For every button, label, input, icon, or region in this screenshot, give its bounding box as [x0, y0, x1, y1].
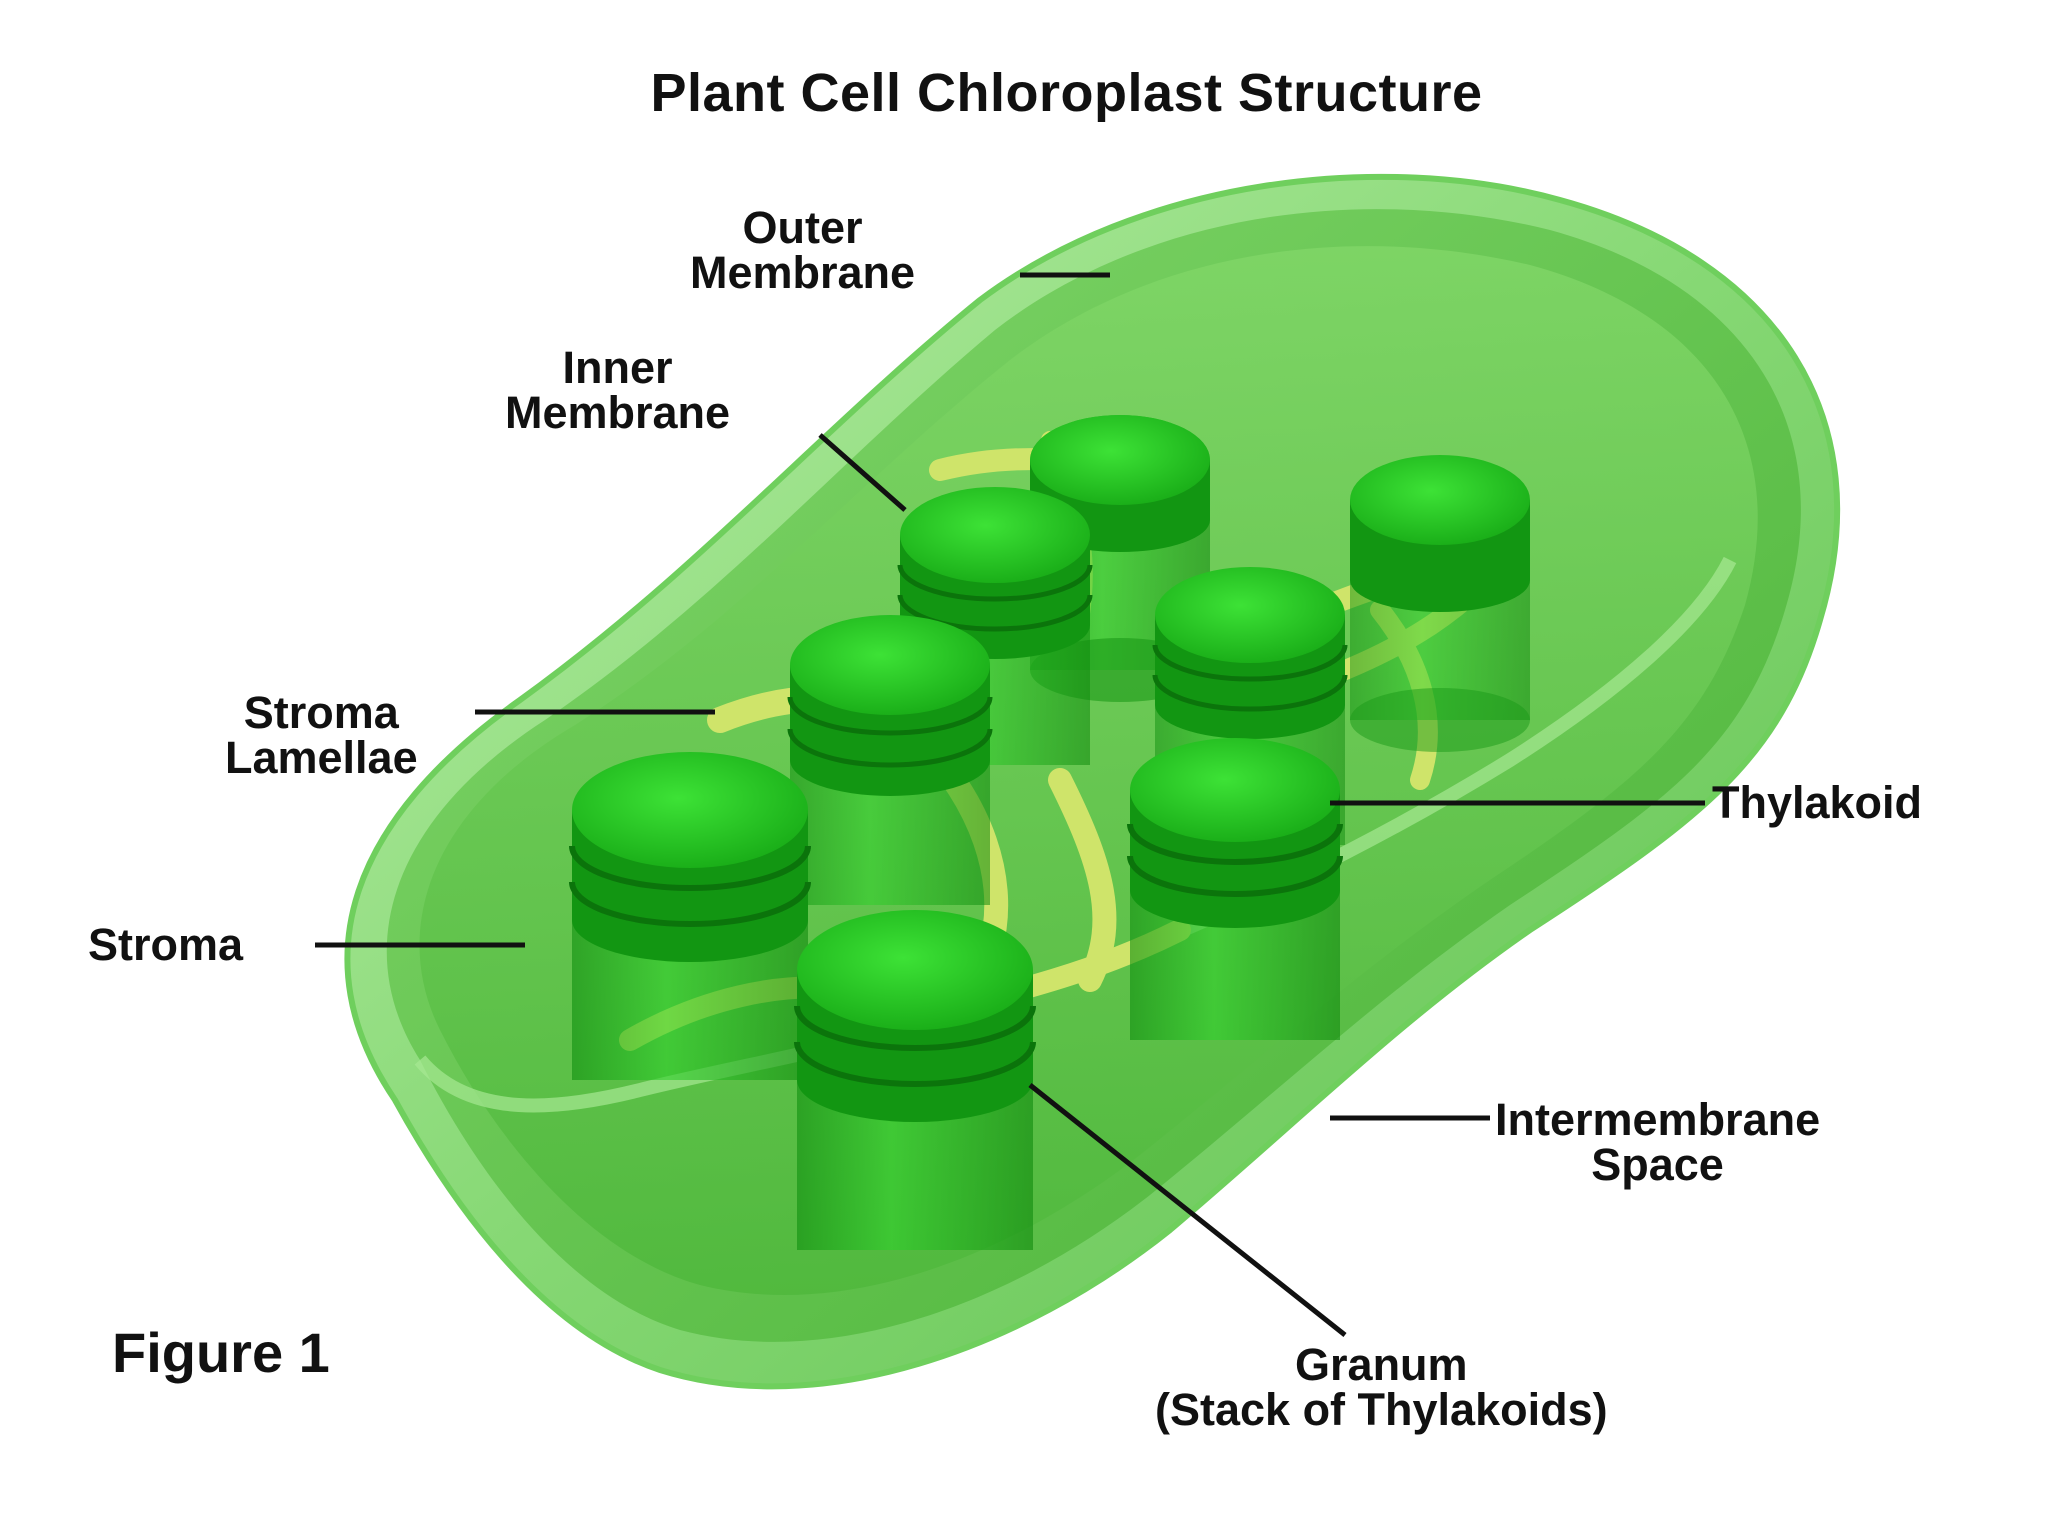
leader-lines: [315, 272, 1705, 1337]
label-stroma-lamellae-line1: Stroma: [243, 687, 399, 738]
label-intermembrane-space-line2: Space: [1591, 1139, 1724, 1190]
grana-group: [569, 415, 1530, 1250]
granum-stack: [1350, 455, 1530, 752]
label-thylakoid: Thylakoid: [1712, 777, 1923, 828]
diagram-title: Plant Cell Chloroplast Structure: [650, 63, 1483, 123]
label-stroma: Stroma: [88, 919, 244, 970]
label-inner-membrane-line1: Inner: [562, 342, 673, 393]
granum-stack: [1030, 415, 1210, 702]
label-outer-membrane-line1: Outer: [742, 202, 863, 253]
label-intermembrane-space-line1: Intermembrane: [1495, 1094, 1821, 1145]
label-outer-membrane: Outer Membrane: [690, 205, 915, 295]
label-intermembrane-space: Intermembrane Space: [1495, 1097, 1820, 1187]
leader-inner-membrane: [818, 433, 907, 512]
granum-stack: [794, 910, 1036, 1250]
label-inner-membrane-line2: Membrane: [505, 387, 731, 438]
label-outer-membrane-line2: Membrane: [690, 247, 916, 298]
figure-label: Figure 1: [112, 1321, 330, 1384]
label-granum: Granum (Stack of Thylakoids): [1155, 1342, 1608, 1432]
leader-granum: [1028, 1083, 1347, 1337]
granum-stack: [569, 752, 811, 1080]
label-granum-line2: (Stack of Thylakoids): [1155, 1384, 1608, 1435]
label-stroma-lamellae-line2: Lamellae: [225, 732, 418, 783]
label-inner-membrane: Inner Membrane: [505, 345, 730, 435]
granum-stack: [787, 615, 993, 905]
label-granum-line1: Granum: [1295, 1339, 1468, 1390]
granum-stack: [1127, 738, 1343, 1040]
label-stroma-lamellae: Stroma Lamellae: [225, 690, 418, 780]
